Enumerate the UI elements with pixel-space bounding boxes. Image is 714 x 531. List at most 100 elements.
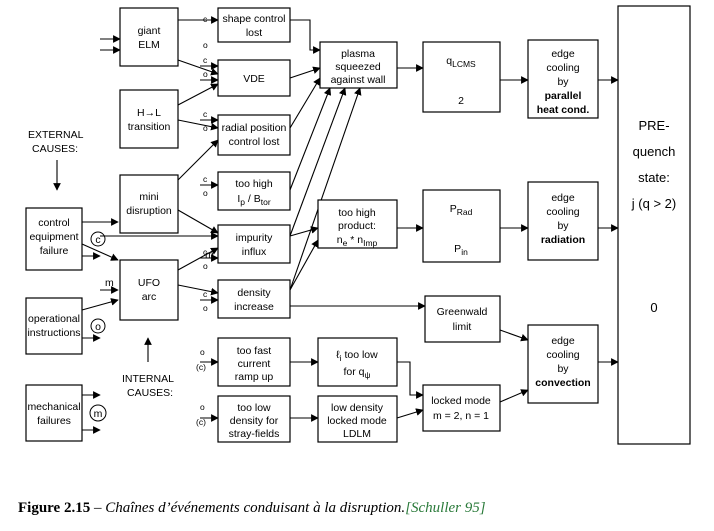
svg-text:m: m [105,277,114,289]
svg-text:PRE-: PRE- [638,118,669,133]
svg-text:(c): (c) [196,417,206,427]
svg-text:o: o [203,123,208,133]
svg-text:state:: state: [638,170,670,185]
connector-lines [53,16,658,434]
svg-text:H→L: H→L [137,107,161,119]
svg-text:failures: failures [37,415,71,427]
operational-instructions-box: operational instructions [25,297,83,355]
pre-quench-state-box: PRE- quench state: j (q > 2) 0 [617,5,691,445]
too-fast-current-box: too fast current ramp up [217,337,291,387]
svg-text:squeezed: squeezed [335,61,381,73]
cause-labels: EXTERNAL CAUSES: INTERNAL CAUSES: [28,129,174,399]
control-equipment-box: control equipment failure [25,207,83,271]
svg-text:ramp up: ramp up [235,371,274,383]
disruption-chain-diagram: giant ELM H→L transition mini disruption… [25,5,691,445]
svg-text:c: c [95,234,100,246]
svg-text:by: by [557,76,569,88]
svg-text:o: o [203,69,208,79]
p-rad-box: PRad Pin [422,189,501,263]
density-increase-box: density increase [217,279,291,319]
svg-text:heat cond.: heat cond. [537,104,590,116]
svg-text:INTERNAL: INTERNAL [122,373,174,385]
svg-text:m: m [94,408,103,420]
svg-text:limit: limit [453,321,472,333]
svg-text:convection: convection [535,377,590,389]
svg-text:equipment: equipment [29,231,78,243]
radial-position-box: radial position control lost [217,114,291,156]
mini-disruption-box: mini disruption [119,174,179,234]
caption-label: Figure 2.15 [18,500,91,516]
ufo-arc-box: UFO arc [119,259,179,321]
svg-text:by: by [557,220,569,232]
svg-text:impurity: impurity [236,232,274,244]
svg-text:c: c [203,174,208,184]
svg-text:c: c [203,109,208,119]
svg-text:low density: low density [331,402,384,414]
svg-text:radial position: radial position [222,122,287,134]
svg-text:cooling: cooling [546,206,579,218]
svg-text:o: o [200,402,205,412]
cooling-boxes: edge cooling by parallel heat cond. edge… [527,5,691,445]
too-low-density-box: too low density for stray-fields [217,395,291,443]
caption-reference: [Schuller 95] [405,500,486,516]
svg-text:operational: operational [28,313,80,325]
c-o-markers: c o c o c o c o c o c o o (c) o (c) m m [105,14,214,427]
low-density-locked-box: low density locked mode LDLM [317,395,398,443]
svg-text:increase: increase [234,301,274,313]
effect-boxes: shape control lost VDE radial position c… [217,7,501,443]
svg-text:UFO: UFO [138,277,160,289]
svg-text:ELM: ELM [138,39,160,51]
svg-text:influx: influx [242,246,267,258]
too-high-product-box: too high product: ne * nImp [317,199,398,249]
svg-text:qLCMS: qLCMS [446,55,476,69]
shape-control-lost-box: shape control lost [217,7,291,43]
svg-text:c: c [203,55,208,65]
svg-text:Ip / Btor: Ip / Btor [237,193,271,207]
svg-text:plasma: plasma [341,48,375,60]
svg-text:o: o [200,347,205,357]
caption-dash: – [90,500,106,516]
figure-caption: Figure 2.15 – Chaînes d’événements condu… [18,500,698,517]
svg-text:control lost: control lost [229,136,280,148]
svg-text:cooling: cooling [546,62,579,74]
svg-text:Greenwald: Greenwald [437,306,488,318]
svg-text:EXTERNAL: EXTERNAL [28,129,84,141]
locked-mode-box: locked mode m = 2, n = 1 [422,384,501,432]
svg-text:by: by [557,363,569,375]
svg-text:failure: failure [40,245,69,257]
svg-text:Pin: Pin [454,243,468,257]
edge-cooling-radiation-box: edge cooling by radiation [527,181,599,261]
svg-text:o: o [203,261,208,271]
svg-text:o: o [95,321,101,333]
svg-text:too fast: too fast [237,345,272,357]
svg-text:disruption: disruption [126,205,172,217]
svg-text:current: current [238,358,271,370]
svg-text:o: o [203,40,208,50]
svg-text:against wall: against wall [331,74,386,86]
svg-text:stray-fields: stray-fields [229,428,280,440]
svg-text:too low: too low [237,402,271,414]
svg-text:too high: too high [338,207,376,219]
svg-text:m = 2, n = 1: m = 2, n = 1 [433,410,489,422]
svg-text:product:: product: [338,220,376,232]
greenwald-limit-box: Greenwald limit [424,295,501,343]
svg-text:density for: density for [230,415,279,427]
svg-text:(c): (c) [196,362,206,372]
cause-boxes: giant ELM H→L transition mini disruption… [25,7,179,442]
svg-text:locked mode: locked mode [327,415,387,427]
svg-text:density: density [237,287,271,299]
caption-text: Chaînes d’événements conduisant à la dis… [105,500,406,516]
svg-text:mechanical: mechanical [27,401,80,413]
ll-too-low-box: ℓi too low for qψ [317,337,398,387]
svg-text:c: c [203,14,208,24]
svg-text:giant: giant [138,25,161,37]
too-high-ip-box: too high Ip / Btor [217,171,291,211]
svg-text:edge: edge [551,335,575,347]
circled-markers: c o m [89,231,107,422]
svg-text:0: 0 [650,300,657,315]
edge-cooling-convection-box: edge cooling by convection [527,324,599,404]
svg-text:locked mode: locked mode [431,395,491,407]
mechanical-failures-box: mechanical failures [25,384,83,442]
svg-text:lost: lost [246,27,262,39]
svg-text:edge: edge [551,48,575,60]
